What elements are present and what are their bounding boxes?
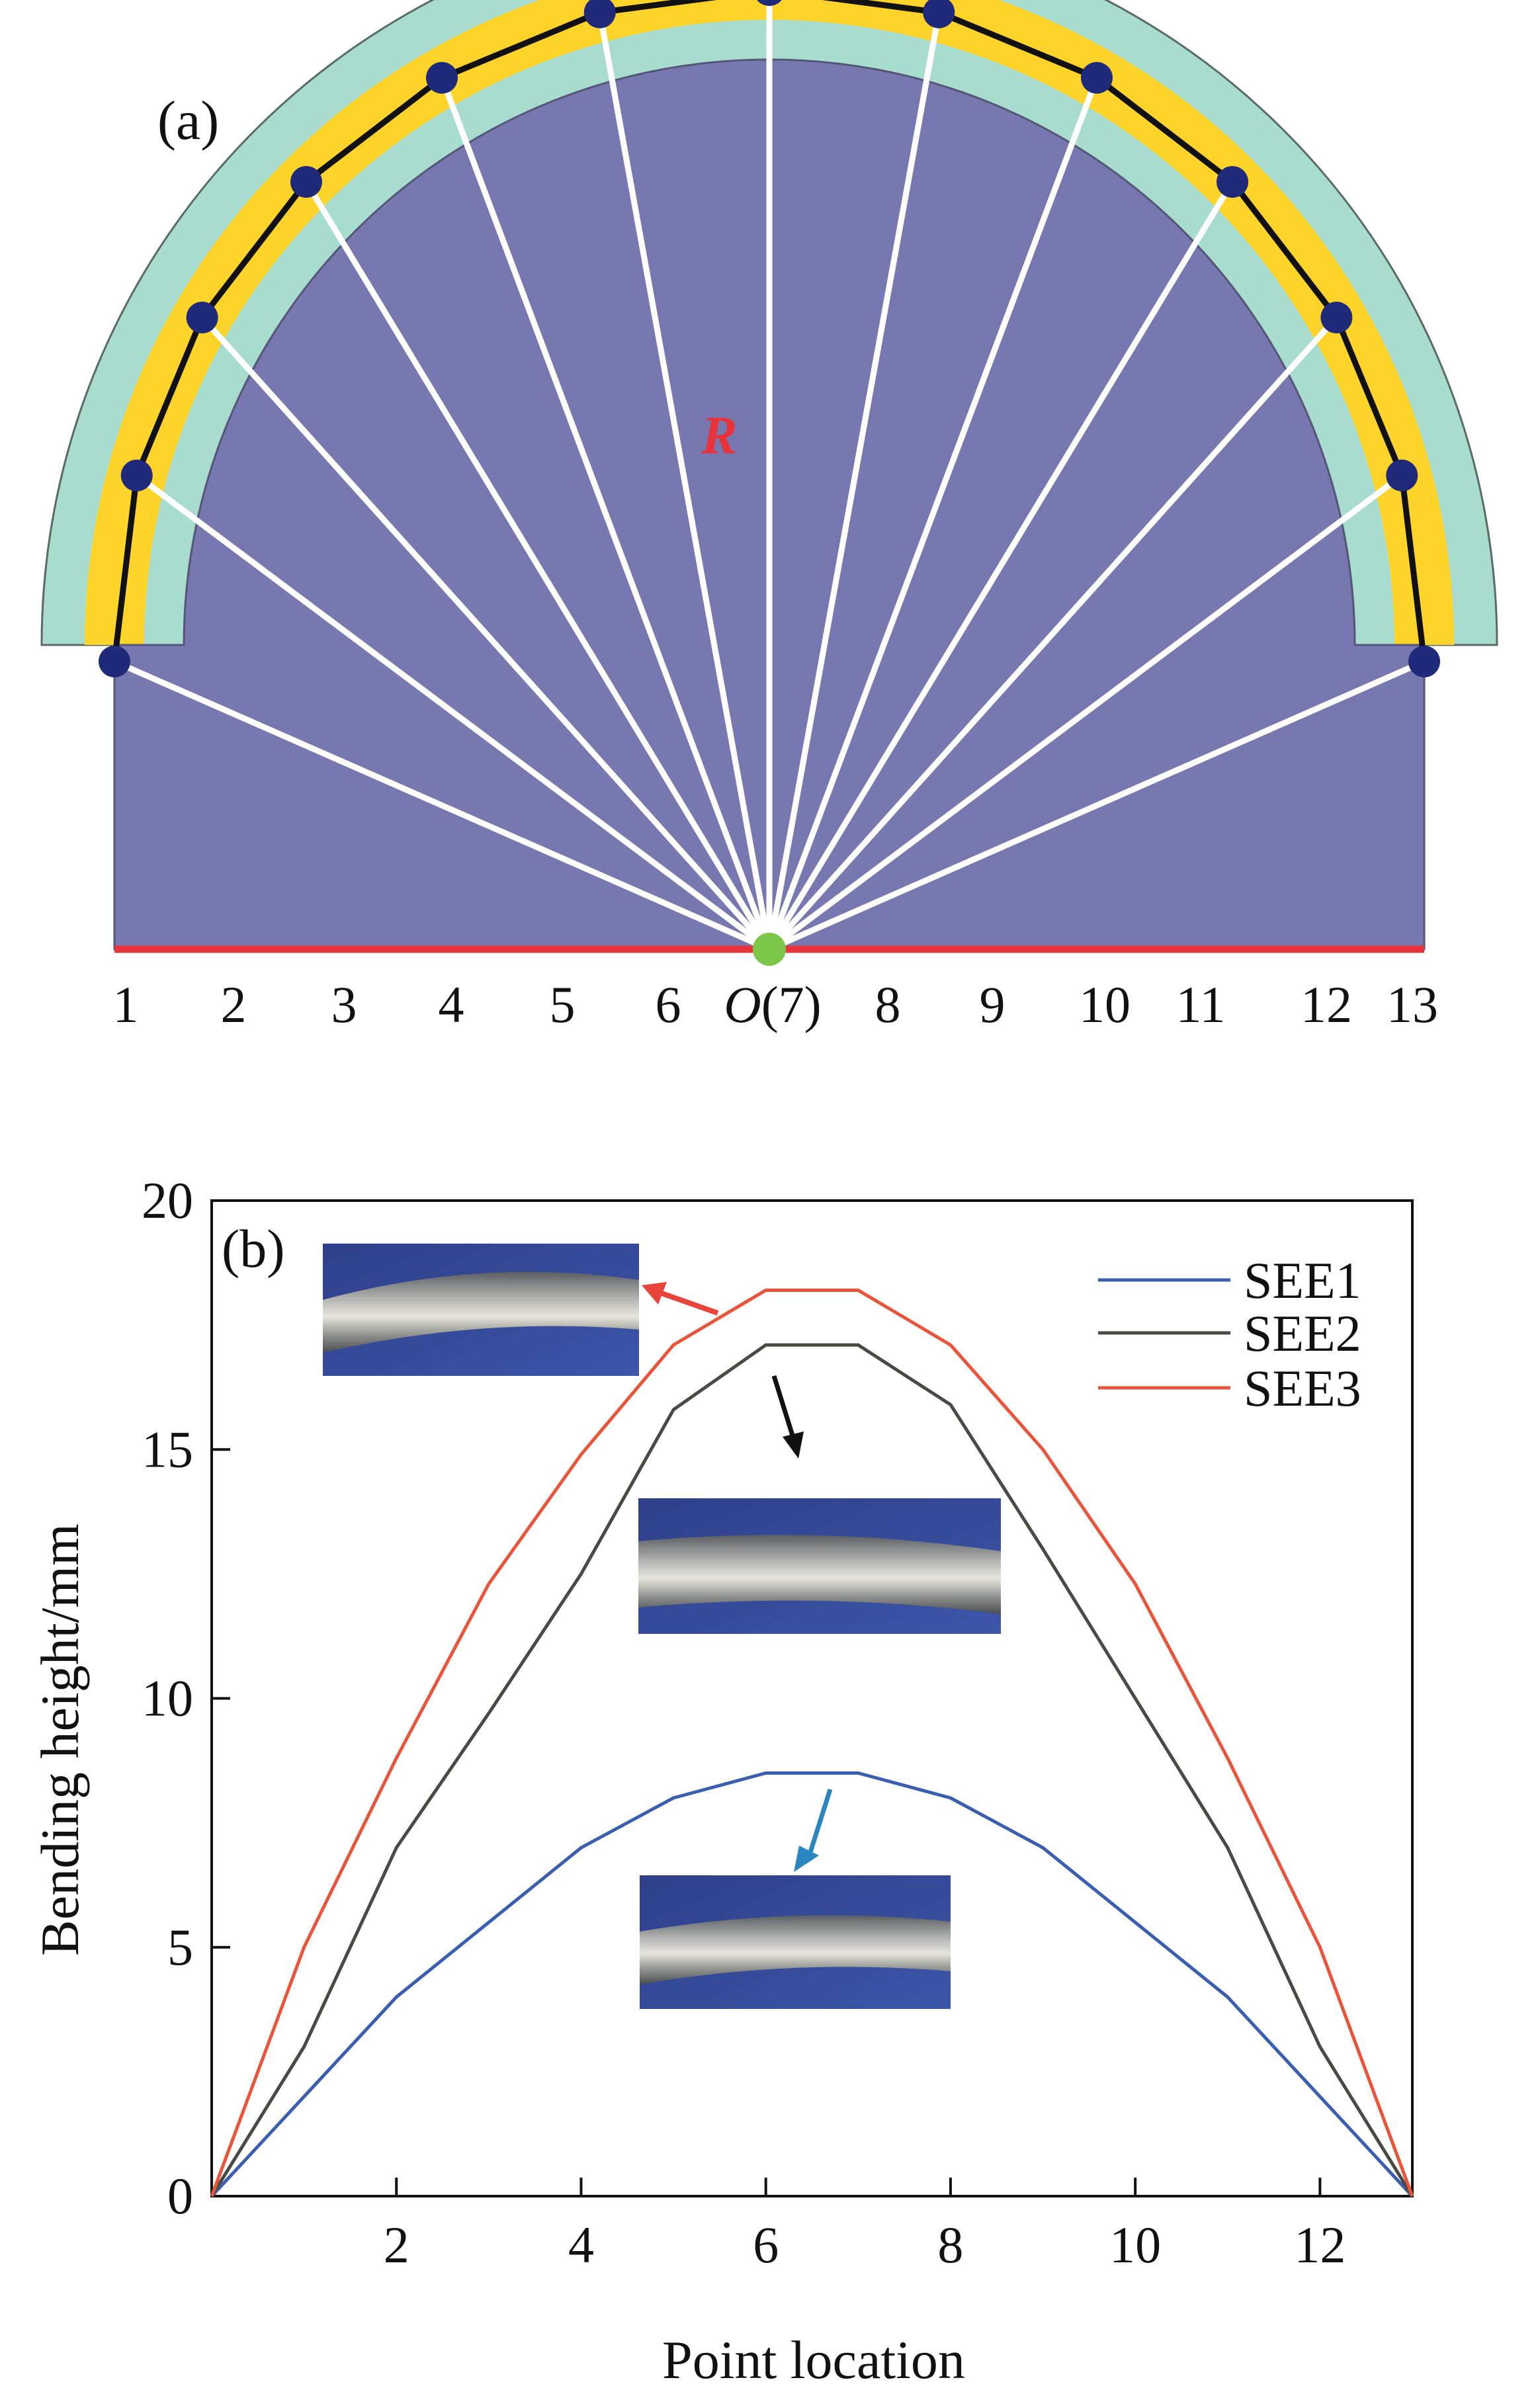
measurement-point-12 [1386, 459, 1418, 491]
measurement-point-4 [290, 165, 322, 198]
arrow-see1 [794, 1788, 833, 1872]
legend-item-see2: SEE2 [1098, 1304, 1361, 1362]
y-axis-label: Bending height/mm [30, 1523, 90, 1956]
sample-photos [323, 1244, 1001, 2009]
panel-b-label: (b) [222, 1218, 285, 1279]
measurement-point-8 [923, 0, 955, 28]
x-axis-label: Point location [662, 2330, 965, 2386]
point-label-5: 5 [550, 976, 576, 1033]
panel-a-diagram: (a) R 1 2 3 4 5 6 O(7) 8 9 10 11 12 13 [40, 0, 1498, 1033]
radial-line-1 [113, 658, 771, 953]
measurement-point-10 [1217, 165, 1249, 198]
center-label-seven: (7) [761, 976, 822, 1033]
x-tick-label: 8 [937, 2216, 963, 2274]
radius-label: R [701, 405, 738, 465]
radial-line-5 [439, 77, 773, 951]
y-tick-label: 10 [142, 1670, 193, 1727]
radial-line-2 [135, 473, 771, 952]
x-tick-label: 12 [1294, 2216, 1346, 2274]
legend-item-see3: SEE3 [1098, 1359, 1361, 1417]
x-axis-ticks: 2 4 6 8 10 12 [384, 2178, 1346, 2274]
legend: SEE1 SEE2 SEE3 [1098, 1252, 1361, 1417]
legend-label-see2: SEE2 [1244, 1304, 1361, 1362]
radial-line-11 [767, 315, 1339, 952]
x-tick-label: 4 [568, 2216, 594, 2274]
point-label-1: 1 [113, 976, 139, 1033]
radial-line-4 [304, 180, 772, 951]
x-tick-label: 10 [1109, 2216, 1161, 2274]
point-label-6: 6 [656, 976, 681, 1033]
arrow-see3 [642, 1282, 719, 1316]
point-label-13: 13 [1387, 976, 1438, 1033]
series-line-see3 [210, 1288, 1414, 2197]
legend-label-see1: SEE1 [1244, 1252, 1361, 1309]
x-tick-label: 2 [384, 2216, 409, 2274]
legend-label-see3: SEE3 [1244, 1359, 1361, 1417]
point-label-11: 11 [1176, 976, 1225, 1033]
radial-line-3 [200, 315, 772, 952]
radial-line-6 [597, 11, 773, 950]
measurement-point-7 [757, 0, 782, 6]
series-lines [210, 1288, 1414, 2197]
measurement-point-6 [583, 0, 616, 28]
panel-b-line-chart: 2 4 6 8 10 12 0 5 10 15 20 (b) [30, 1172, 1414, 2386]
measurement-point-9 [1081, 62, 1113, 94]
sample-photo-see1 [640, 1875, 951, 2009]
center-point-o [753, 933, 786, 966]
y-tick-label: 20 [142, 1172, 193, 1229]
point-label-4: 4 [439, 976, 464, 1033]
radial-line-8 [766, 11, 942, 950]
measurement-point-11 [1320, 302, 1353, 333]
panel-a-label: (a) [157, 90, 219, 151]
center-label: O(7) [724, 976, 821, 1033]
legend-item-see1: SEE1 [1098, 1252, 1361, 1309]
radial-line-9 [766, 77, 1100, 951]
measurement-point-1 [99, 646, 130, 677]
radial-lines [113, 0, 1426, 953]
point-labels: 1 2 3 4 5 6 O(7) 8 9 10 11 12 13 [113, 976, 1439, 1033]
sample-photo-see2 [638, 1498, 1001, 1634]
point-label-12: 12 [1301, 976, 1352, 1033]
measurement-point-2 [120, 459, 153, 491]
measurement-points [99, 0, 1440, 677]
radial-line-12 [767, 473, 1404, 952]
sample-arrows [642, 1282, 833, 1872]
center-label-o: O [724, 976, 761, 1033]
sample-photo-see3 [323, 1244, 639, 1376]
point-label-3: 3 [331, 976, 357, 1033]
measurement-point-13 [1408, 646, 1440, 677]
series-line-see1 [210, 1771, 1414, 2197]
arrow-see2 [771, 1375, 804, 1459]
point-label-10: 10 [1079, 976, 1131, 1033]
y-tick-label: 0 [167, 2167, 193, 2225]
point-label-8: 8 [875, 976, 901, 1033]
radial-line-13 [768, 658, 1426, 953]
point-label-2: 2 [221, 976, 247, 1033]
radial-line-10 [767, 180, 1235, 951]
y-tick-label: 15 [142, 1420, 193, 1478]
x-tick-label: 6 [753, 2216, 779, 2274]
series-line-see2 [210, 1343, 1414, 2197]
measurement-point-5 [426, 62, 458, 94]
point-label-9: 9 [980, 976, 1005, 1033]
measurement-point-3 [186, 302, 218, 333]
y-tick-label: 5 [167, 1918, 193, 1976]
y-axis-ticks: 0 5 10 15 20 [142, 1172, 230, 2225]
